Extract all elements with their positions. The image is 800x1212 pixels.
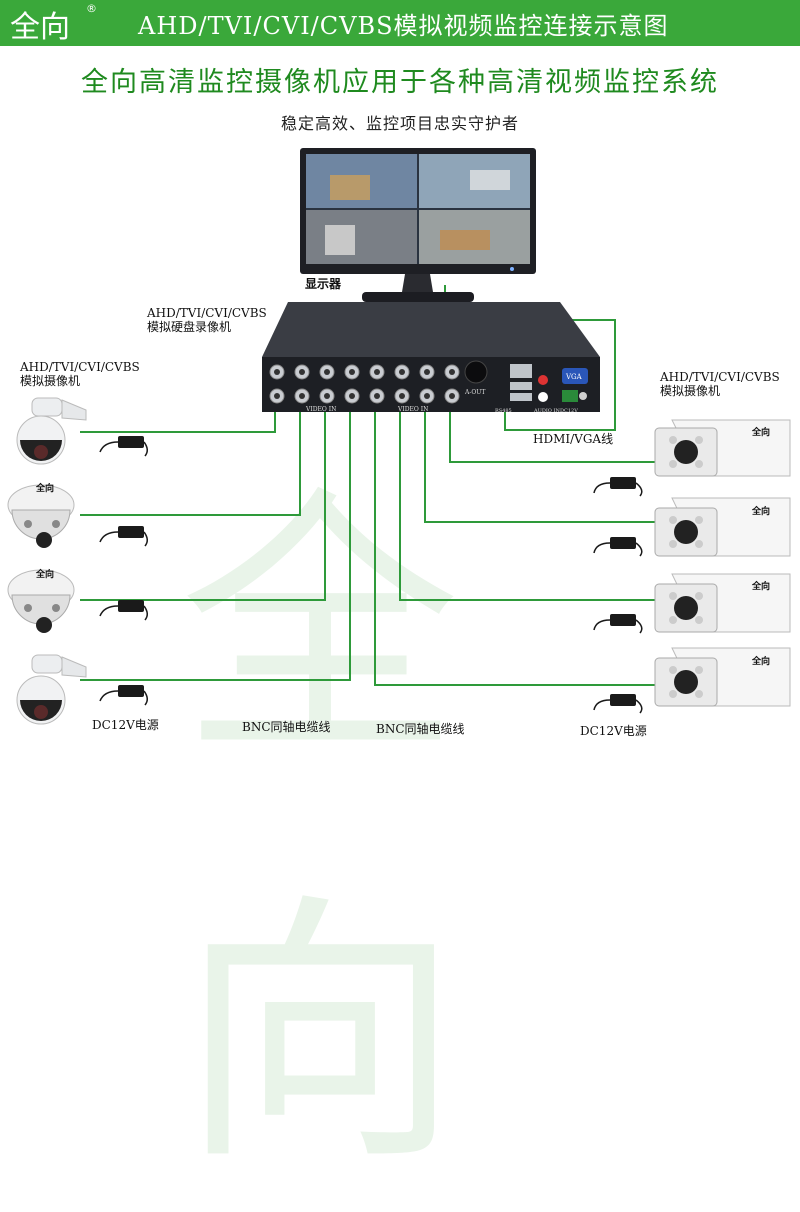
header-bar: 全向 ® AHD/TVI/CVI/CVBS模拟视频监控连接示意图 <box>0 0 800 46</box>
camera-brand-r4: 全向 <box>752 657 771 667</box>
camera-brand-r1: 全向 <box>752 428 771 438</box>
left-camera-3-dome <box>7 569 75 633</box>
dvr-video-in-label-1: VIDEO IN <box>306 406 337 413</box>
right-camera-3-bullet <box>654 573 791 633</box>
camera-brand-l2: 全向 <box>36 484 55 494</box>
dvr-video-in-label-2: VIDEO IN <box>398 406 429 413</box>
right-cameras-label: AHD/TVI/CVI/CVBS 模拟摄像机 <box>660 370 780 398</box>
hdmi-vga-label: HDMI/VGA线 <box>533 432 614 446</box>
left-camera-1-ptz <box>16 397 87 465</box>
camera-brand-r2: 全向 <box>752 507 771 517</box>
subtitle: 全向高清监控摄像机应用于各种高清视频监控系统 <box>81 67 719 98</box>
cable-right-cam-2 <box>424 410 660 523</box>
right-camera-1-bullet <box>654 419 791 477</box>
dc-power-label-left: DC12V电源 <box>92 718 159 732</box>
monitor-label: 显示器 <box>305 277 342 291</box>
camera-brand-l3: 全向 <box>36 570 55 580</box>
dvr-a-out-label: A-OUT <box>465 389 486 396</box>
cable-left-cam-1 <box>80 410 276 433</box>
registered-mark: ® <box>86 2 97 15</box>
cable-left-cam-2 <box>80 410 301 516</box>
bnc-cable-label-right: BNC同轴电缆线 <box>376 722 465 736</box>
left-camera-4-ptz <box>16 654 87 725</box>
dvr-vga-label: VGA <box>566 373 582 381</box>
tagline: 稳定高效、监控项目忠实守护者 <box>280 114 519 133</box>
page-title: AHD/TVI/CVI/CVBS模拟视频监控连接示意图 <box>138 12 669 40</box>
camera-brand-r3: 全向 <box>752 582 771 592</box>
cable-right-cam-4 <box>374 410 660 686</box>
right-camera-2-bullet <box>654 497 791 557</box>
left-cameras-label: AHD/TVI/CVI/CVBS 模拟摄像机 <box>20 360 140 388</box>
cable-right-cam-3 <box>399 410 660 601</box>
dc-power-label-right: DC12V电源 <box>580 724 647 738</box>
dvr-dc12v-label: DC12V <box>560 408 578 414</box>
left-camera-2-dome <box>7 484 75 548</box>
brand-logo: 全向 <box>10 10 70 45</box>
right-camera-4-bullet <box>654 647 791 707</box>
cable-left-cam-3 <box>80 410 326 601</box>
right-power-adapters <box>610 477 636 706</box>
diagram-canvas <box>7 148 791 725</box>
left-power-adapters <box>118 436 144 697</box>
dvr-audio-in-label: AUDIO IN <box>534 408 560 414</box>
monitor <box>300 148 536 302</box>
cable-right-cam-1 <box>449 410 660 463</box>
dvr-label: AHD/TVI/CVI/CVBS 模拟硬盘录像机 <box>147 306 267 334</box>
cable-left-cam-4 <box>80 410 351 681</box>
dvr-recorder <box>262 302 600 412</box>
bnc-cable-label-left: BNC同轴电缆线 <box>242 720 331 734</box>
dvr-rs485-label: RS485 <box>495 408 512 414</box>
